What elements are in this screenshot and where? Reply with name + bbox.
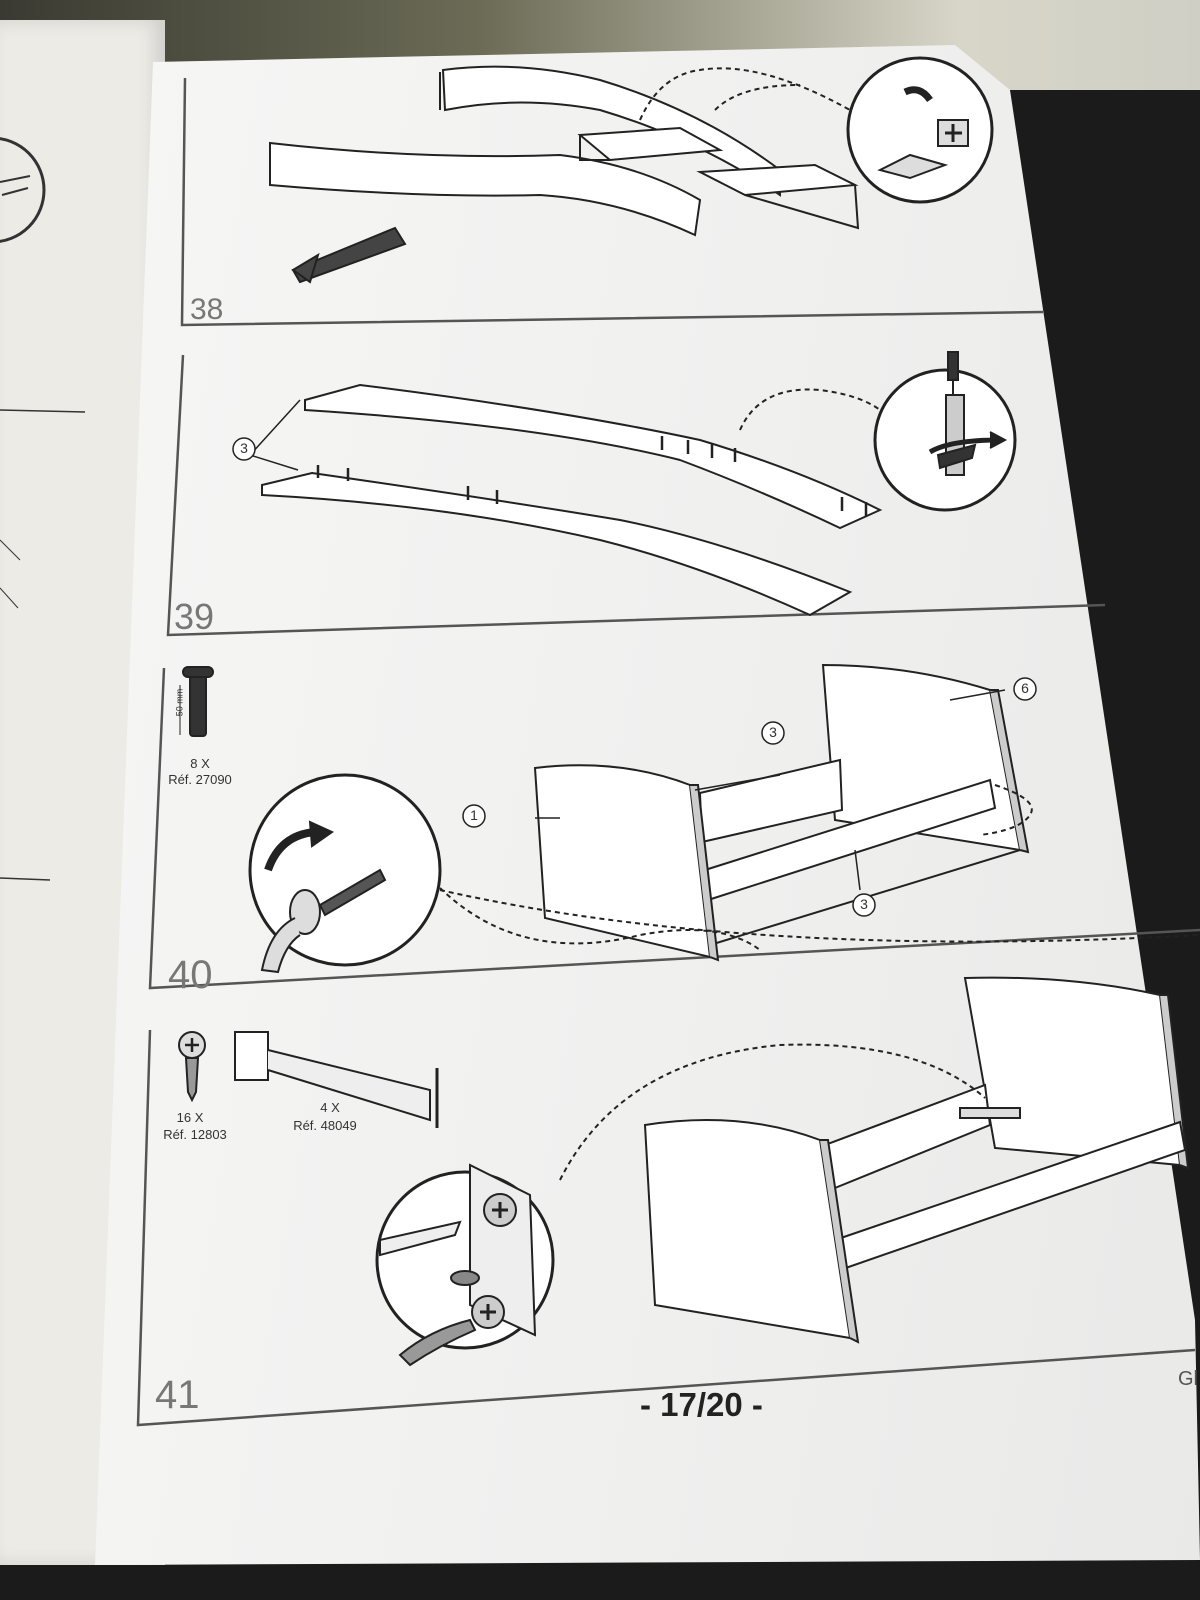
- part-ref-40-1: 1: [470, 807, 478, 823]
- step-40-drawing: [179, 663, 1200, 974]
- step-number-41: 41: [155, 1373, 200, 1417]
- part-ref-40-6: 6: [1021, 680, 1029, 696]
- panel-frames: [136, 77, 1200, 1427]
- step-41-drawing: [178, 976, 1190, 1367]
- part-ref-40-3-top: 3: [769, 724, 777, 740]
- bracket-ref-41: Réf. 48049: [293, 1118, 357, 1133]
- step-number-40: 40: [168, 953, 213, 997]
- part-ref-40-3-bottom: 3: [860, 896, 868, 912]
- screw-qty-40: 8 X: [190, 756, 210, 771]
- part-ref-markers: [232, 437, 1037, 917]
- screw-length-label: 50 mm: [174, 688, 185, 717]
- frame-41: [136, 1029, 1196, 1427]
- bracket-qty-41: 4 X: [320, 1100, 340, 1115]
- step-39-drawing: [249, 351, 1017, 617]
- frame-40: [148, 667, 1200, 990]
- left-page-fragments: [0, 137, 86, 881]
- frame-38: [180, 77, 1044, 327]
- screw-ref-40: Réf. 27090: [168, 772, 232, 787]
- corner-text: Gl: [1178, 1368, 1198, 1390]
- page-number: - 17/20 -: [640, 1386, 763, 1423]
- part-ref-39-3: 3: [240, 440, 248, 456]
- frame-39: [166, 354, 1106, 637]
- step-38-drawing: [269, 56, 994, 284]
- screw-qty-41: 16 X: [176, 1110, 204, 1125]
- screw-ref-41: Réf. 12803: [163, 1127, 227, 1142]
- step-number-38: 38: [190, 293, 224, 326]
- step-number-39: 39: [174, 596, 215, 637]
